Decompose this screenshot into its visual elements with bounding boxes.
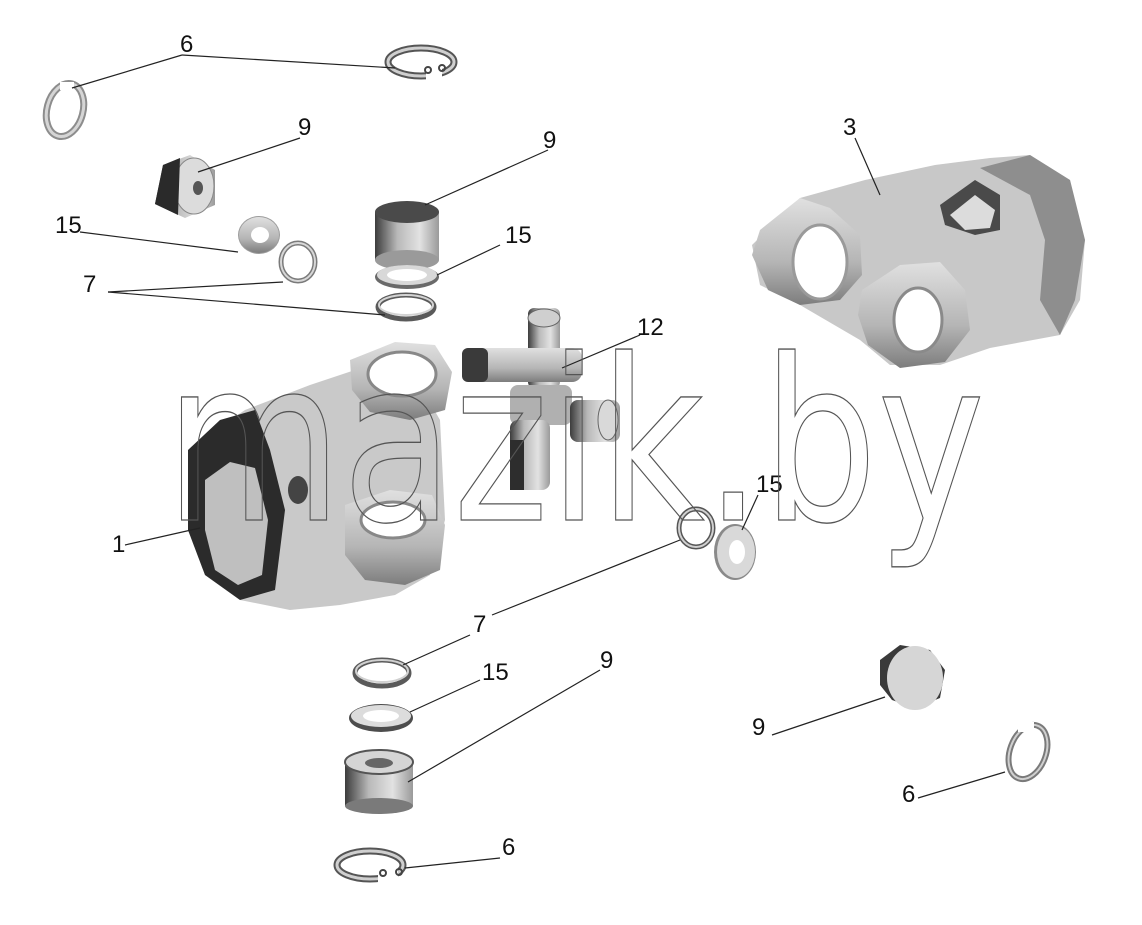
washer-15-right-middle [714, 524, 756, 580]
bearing-cup-9-lower [344, 749, 414, 814]
callout-7-lower: 7 [473, 611, 486, 638]
fork-yoke-1 [188, 342, 452, 610]
washer-15-lower [349, 704, 413, 732]
bearing-cup-9-upper-left [155, 155, 215, 218]
circlip-6-lower-right [1005, 721, 1051, 783]
callout-7-upper: 7 [83, 271, 96, 298]
callout-1: 1 [112, 531, 125, 558]
seal-7-lower [352, 657, 412, 689]
callout-12: 12 [637, 314, 664, 341]
callout-3: 3 [843, 114, 856, 141]
callout-6-lower-right: 6 [902, 781, 915, 808]
spider-cross-12 [462, 308, 620, 490]
callout-9-lower-right: 9 [752, 714, 765, 741]
callout-15-lower: 15 [482, 659, 509, 686]
callout-9-lower: 9 [600, 647, 613, 674]
washer-15-upper-middle [375, 265, 439, 289]
circlip-6-top [384, 44, 458, 80]
bearing-cup-9-lower-right [880, 645, 945, 710]
callout-6-bottom: 6 [502, 834, 515, 861]
callout-9-upper-left: 9 [298, 114, 311, 141]
callout-15-upper-middle: 15 [505, 222, 532, 249]
bearing-cup-9-upper-middle [375, 201, 439, 270]
callout-labels: 6 9 9 3 15 15 7 12 1 15 7 15 9 9 6 6 [55, 31, 915, 861]
callout-15-upper-left: 15 [55, 212, 82, 239]
leader-lines [71, 54, 1006, 869]
watermark: mazik.by [165, 312, 985, 574]
circlip-6-bottom [333, 847, 407, 884]
yoke-3 [752, 155, 1085, 368]
callout-9-upper-middle: 9 [543, 127, 556, 154]
seal-7-upper-left [278, 240, 318, 284]
seal-7-right-middle [676, 506, 716, 550]
callout-6-top: 6 [180, 31, 193, 58]
washer-15-upper-left [238, 216, 280, 254]
callout-15-right: 15 [756, 471, 783, 498]
circlip-6-top-left [42, 80, 88, 140]
seal-7-upper-middle [375, 292, 437, 322]
